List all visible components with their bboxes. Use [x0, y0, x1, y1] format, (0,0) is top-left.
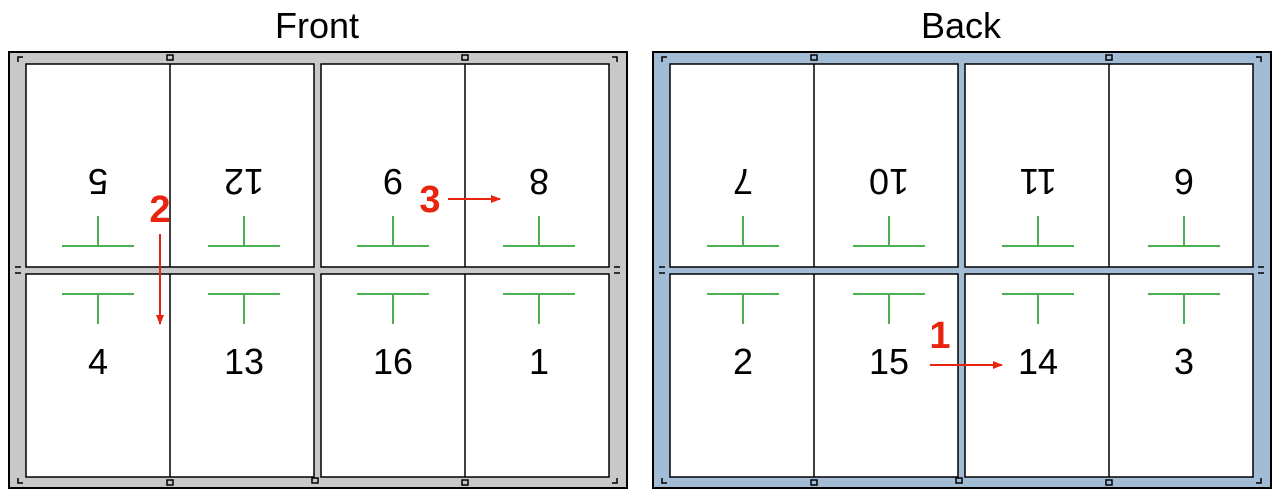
sheet-back: Back	[652, 5, 1272, 489]
frame-marks-front	[15, 54, 620, 486]
frame-marks-back	[659, 54, 1264, 486]
page-number: 4	[88, 341, 108, 382]
page-number: 2	[733, 341, 753, 382]
page-number: 13	[224, 341, 264, 382]
signature-block-back-bottom-left	[669, 273, 959, 478]
sheet-title-back: Back	[921, 5, 1002, 46]
signature-block-back-top-right	[964, 63, 1254, 268]
page-number: 12	[224, 161, 264, 202]
page-number: 10	[869, 161, 909, 202]
page-number: 14	[1018, 341, 1058, 382]
signature-block-back-top-left	[669, 63, 959, 268]
signature-block-back-bottom-right	[964, 273, 1254, 478]
fold-marks-back	[707, 216, 1220, 324]
signature-block-front-top-left	[25, 63, 315, 268]
page-number: 11	[1019, 161, 1056, 202]
step-number: 2	[149, 189, 170, 231]
page-number: 6	[1174, 161, 1194, 202]
page-number: 3	[1174, 341, 1194, 382]
signature-block-front-top-right	[320, 63, 610, 268]
step-annotation-1: 1	[929, 315, 1003, 369]
page-number: 8	[529, 161, 549, 202]
sheet-title-front: Front	[275, 5, 359, 46]
signature-block-front-bottom-left	[25, 273, 315, 478]
sheet-front: Front	[8, 5, 628, 489]
step-annotation-3: 3	[419, 179, 501, 221]
page-number: 5	[88, 161, 108, 202]
page-number: 16	[373, 341, 413, 382]
page-number: 15	[869, 341, 909, 382]
step-number: 3	[419, 179, 440, 221]
page-number: 9	[383, 161, 403, 202]
signature-block-front-bottom-right	[320, 273, 610, 478]
step-annotation-2: 2	[149, 189, 171, 325]
fold-marks-front	[62, 216, 575, 324]
step-number: 1	[929, 315, 950, 357]
page-number: 7	[733, 161, 753, 202]
page-number: 1	[529, 341, 549, 382]
